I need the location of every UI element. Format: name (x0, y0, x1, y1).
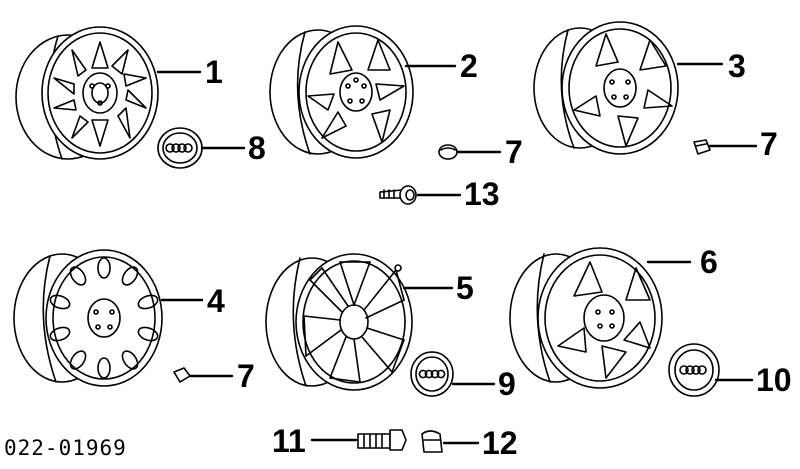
center-cap-8 (157, 127, 246, 169)
callout-11: 11 (272, 423, 306, 459)
wheel-4-twelve-window (13, 249, 204, 387)
wheel-5-multi-spoke (265, 253, 454, 391)
wheel-5-spokes (303, 261, 405, 383)
callout-5: 5 (456, 270, 474, 306)
callout-10: 10 (756, 362, 792, 398)
callout-6: 6 (700, 244, 718, 280)
callout-8: 8 (248, 130, 266, 166)
wheel-4-spoke-windows (49, 257, 159, 379)
callout-7-upper-middle: 7 (505, 134, 523, 170)
wheel-3-five-spoke (533, 21, 724, 155)
bolt-clip-7b (693, 139, 758, 155)
diagram-code: 022-01969 (4, 436, 127, 460)
callout-4: 4 (207, 283, 225, 319)
callout-12: 12 (482, 425, 518, 461)
lug-bolt-13 (379, 185, 462, 205)
callout-3: 3 (728, 48, 746, 84)
bolt-clip-7a (438, 144, 502, 160)
callout-13: 13 (464, 176, 500, 212)
callout-2: 2 (460, 48, 478, 84)
callout-7-upper-right: 7 (760, 126, 778, 162)
bolt-clip-7c (173, 367, 234, 383)
wheel-2-five-spoke (269, 25, 457, 159)
bolt-cap-12 (421, 430, 480, 453)
center-cap-10 (668, 343, 754, 397)
wheel-1-spoke-windows (53, 41, 147, 147)
wheel-6-spoke-windows (557, 261, 651, 379)
cap-10-logo-icon (679, 365, 707, 375)
wheel-bolt-11 (310, 429, 407, 451)
wheel-1-ten-spoke (15, 26, 202, 160)
wheel-6-five-spoke (509, 247, 692, 389)
wheel-3-spoke-windows (573, 33, 673, 147)
wheel-2-spoke-windows (307, 39, 405, 143)
center-cap-9 (410, 351, 496, 397)
callout-1: 1 (205, 54, 223, 90)
cap-8-logo-icon (165, 143, 193, 153)
callout-7-lower-left: 7 (237, 358, 255, 394)
callout-9: 9 (498, 366, 516, 402)
cap-9-logo-icon (418, 369, 446, 379)
